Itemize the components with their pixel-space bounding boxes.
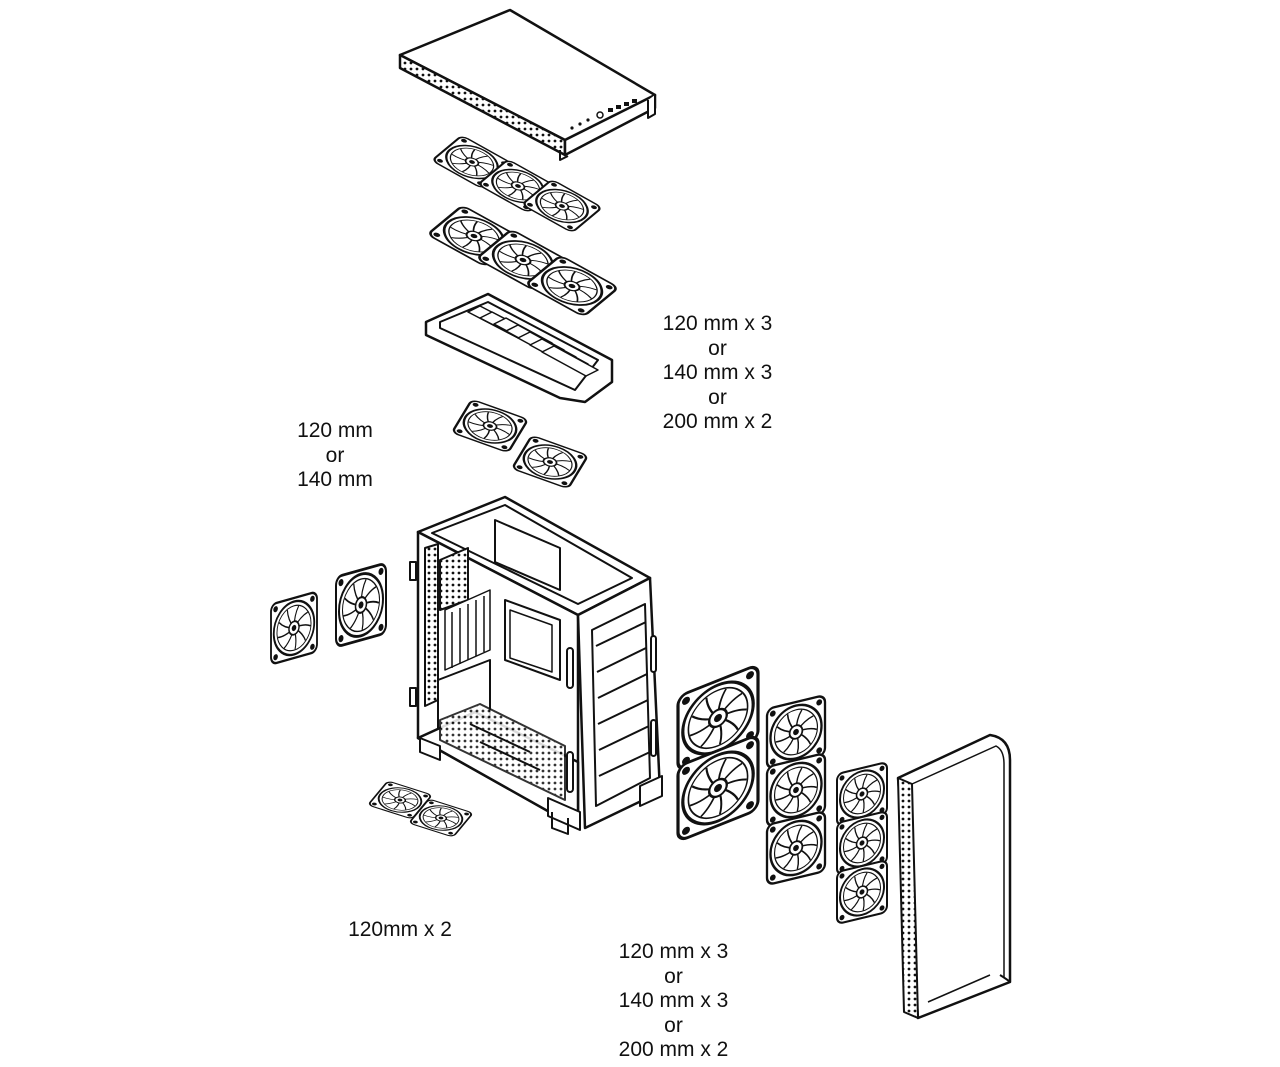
top-filter-tray	[424, 292, 614, 404]
rear-fan-capacity-label: 120 mm or 140 mm	[275, 419, 395, 493]
label-line: 120 mm x 3	[618, 940, 729, 963]
bottom-fan-pair-120mm	[367, 780, 474, 838]
bottom-fan-capacity-label: 120mm x 2	[325, 918, 475, 943]
label-line: 120 mm	[297, 419, 373, 442]
front-fan-pair-200mm	[676, 662, 760, 844]
top-cover-panel	[398, 8, 657, 161]
label-line: or	[664, 964, 683, 988]
case-chassis	[409, 495, 663, 835]
top-fan-capacity-label: 120 mm x 3 or 140 mm x 3 or 200 mm x 2	[640, 312, 795, 435]
top-fan-pair-200mm	[450, 398, 590, 490]
label-line: or	[708, 336, 727, 360]
label-line: or	[708, 385, 727, 409]
label-line: 120mm x 2	[348, 918, 452, 941]
front-panel	[896, 733, 1012, 1020]
top-fan-row-140mm	[426, 204, 620, 318]
label-line: 140 mm x 3	[662, 361, 773, 384]
rear-fan-120mm	[269, 590, 319, 666]
label-line: 140 mm	[297, 468, 373, 491]
label-line: 140 mm x 3	[618, 989, 729, 1012]
rear-fan-140mm	[334, 561, 388, 649]
front-fan-column-140mm	[765, 693, 827, 887]
label-line: 120 mm x 3	[662, 312, 773, 335]
label-line: or	[325, 443, 345, 467]
io-port-dots	[570, 99, 637, 130]
label-line: 200 mm x 2	[618, 1038, 729, 1061]
front-fan-column-120mm	[835, 760, 889, 926]
front-fan-capacity-label: 120 mm x 3 or 140 mm x 3 or 200 mm x 2	[596, 940, 751, 1063]
label-line: 200 mm x 2	[662, 410, 773, 433]
label-line: or	[664, 1013, 683, 1037]
